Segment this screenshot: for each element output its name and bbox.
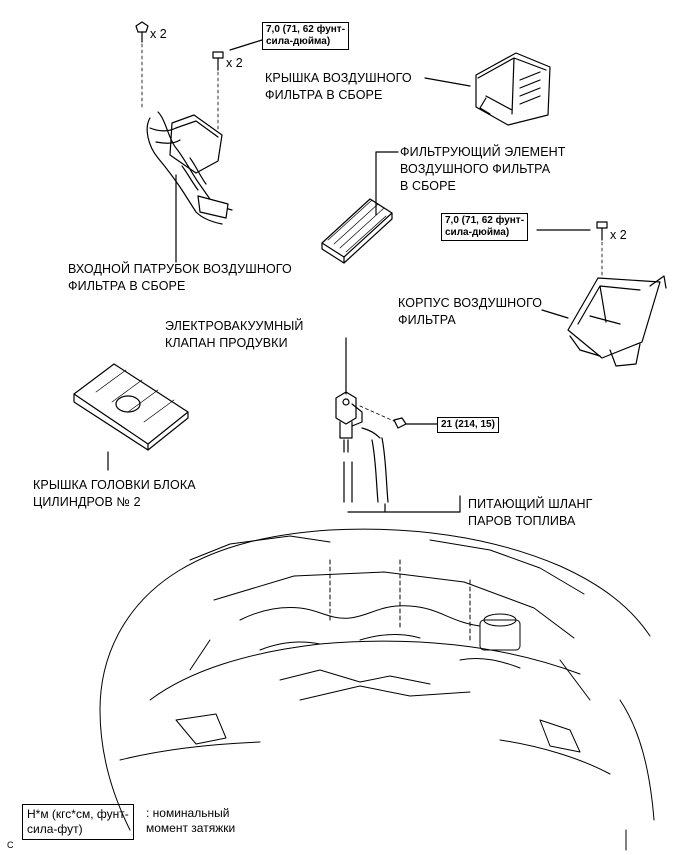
legend-unit-box: Н*м (кгс*см, фунт- сила-фут)	[22, 804, 134, 840]
inlet-assembly-drawing	[146, 111, 233, 225]
hose-leader	[347, 495, 461, 513]
case-bolt-quantity: x 2	[610, 228, 627, 242]
vehicle-engine-bay-drawing	[99, 528, 655, 851]
filter-case-drawing	[567, 275, 667, 367]
upper-cover-leader	[424, 77, 471, 87]
bolt-icon	[212, 51, 224, 71]
label-head-cover: КРЫШКА ГОЛОВКИ БЛОКА ЦИЛИНДРОВ № 2	[33, 478, 196, 509]
torque-spec-case-bolts: 7,0 (71, 62 фунт- сила-дюйма)	[441, 213, 529, 241]
cover-bolt-quantity: x 2	[226, 56, 243, 70]
label-upper-cover: КРЫШКА ВОЗДУШНОГО ФИЛЬТРА В СБОРЕ	[265, 71, 412, 102]
legend-description: : номинальный момент затяжки	[146, 806, 236, 835]
clip-quantity: x 2	[150, 27, 167, 41]
torque-leader-1	[229, 39, 263, 51]
torque-spec-vsv-bolt: 21 (214, 15)	[437, 417, 499, 433]
label-inlet: ВХОДНОЙ ПАТРУБОК ВОЗДУШНОГО ФИЛЬТРА В СБ…	[68, 262, 292, 293]
label-vsv: ЭЛЕКТРОВАКУУМНЫЙ КЛАПАН ПРОДУВКИ	[165, 319, 304, 350]
vsv-drawing	[335, 391, 363, 453]
head-cover-drawing	[73, 363, 189, 451]
filter-element-drawing	[321, 198, 393, 264]
label-filter-element: ФИЛЬТРУЮЩИЙ ЭЛЕМЕНТ ВОЗДУШНОГО ФИЛЬТРА В…	[400, 145, 566, 193]
label-filter-case: КОРПУС ВОЗДУШНОГО ФИЛЬТРА	[398, 296, 543, 327]
bolt-icon	[596, 221, 608, 241]
clip-icon	[135, 21, 149, 43]
torque-spec-cover-bolts: 7,0 (71, 62 фунт- сила-дюйма)	[262, 22, 350, 50]
corner-mark: C	[7, 840, 14, 850]
upper-cover-drawing	[475, 52, 551, 126]
vsv-bolt-guide	[359, 405, 397, 423]
label-fuel-vapor-hose: ПИТАЮЩИЙ ШЛАНГ ПАРОВ ТОПЛИВА	[468, 497, 593, 528]
bolt-icon	[393, 417, 407, 429]
case-leader	[541, 309, 569, 319]
element-leader	[375, 151, 399, 216]
fuel-vapor-hose-drawing	[343, 427, 389, 503]
